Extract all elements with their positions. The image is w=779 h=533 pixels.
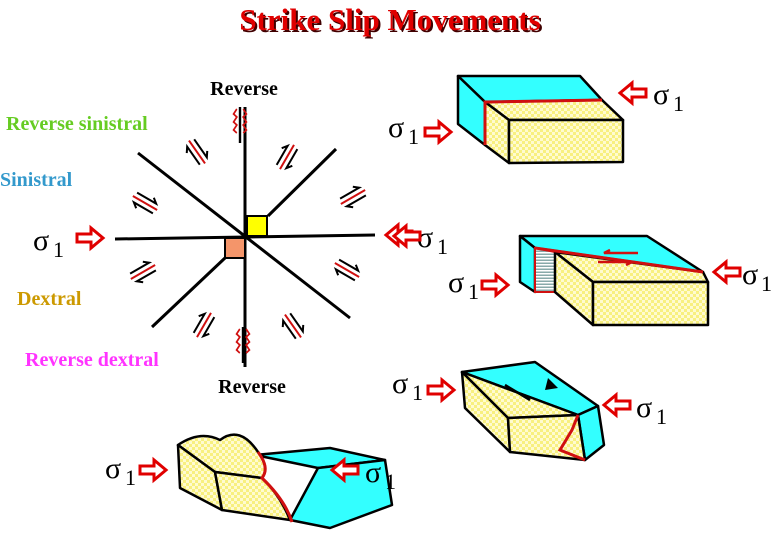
- compression-arrow-icon: [138, 458, 168, 482]
- compression-arrow-icon: [712, 260, 742, 284]
- sigma-symbol: σ: [33, 224, 49, 257]
- diagonal-line-nw-se: [137, 151, 351, 320]
- slip-arrow-icon: [603, 248, 638, 255]
- slip-arrows-nnw: [180, 134, 214, 170]
- compression-arrow-icon: [75, 226, 105, 250]
- label-reverse-sinistral: Reverse sinistral: [6, 113, 148, 135]
- slip-arrows-ese: [329, 254, 365, 286]
- label-dextral: Dextral: [17, 288, 82, 310]
- compression-arrow-icon: [423, 120, 453, 144]
- sigma-subscript: 1: [385, 469, 396, 494]
- sigma-subscript: 1: [53, 237, 64, 262]
- slip-arrows-wsw: [125, 256, 161, 288]
- sigma-subscript: 1: [761, 271, 772, 296]
- diagonal-line-ne: [266, 147, 338, 218]
- fault-orientation-star: Reverse Reverse Reverse sinistral Sinist…: [0, 78, 448, 398]
- compression-arrow-icon: [618, 81, 648, 105]
- sigma-symbol: σ: [653, 78, 669, 111]
- compression-arrow-icon: [480, 273, 510, 297]
- sigma-symbol: σ: [392, 367, 408, 400]
- label-reverse-bottom: Reverse: [218, 376, 286, 398]
- page-title: Strike Slip Movements: [239, 2, 540, 37]
- sigma-subscript: 1: [656, 404, 667, 429]
- yellow-square: [246, 215, 268, 237]
- sigma-symbol: σ: [105, 452, 121, 485]
- sigma-symbol: σ: [417, 221, 433, 254]
- sigma-subscript: 1: [408, 124, 419, 149]
- block-oblique-reverse: σ 1 σ 1: [392, 360, 667, 462]
- compression-arrow-icon: [602, 393, 632, 417]
- slip-arrows-wnw: [127, 187, 163, 219]
- reverse-symbol-bottom: [235, 325, 251, 365]
- slip-arrows-nne: [271, 139, 303, 175]
- label-reverse-top: Reverse: [210, 78, 278, 100]
- orange-square: [224, 237, 246, 259]
- sigma-symbol: σ: [388, 111, 404, 144]
- sigma-subscript: 1: [437, 234, 448, 259]
- label-sinistral: Sinistral: [0, 169, 73, 191]
- sigma-symbol: σ: [636, 391, 652, 424]
- sigma-subscript: 1: [673, 91, 684, 116]
- sigma-subscript: 1: [412, 380, 423, 405]
- slip-arrow-icon: [545, 378, 558, 390]
- slip-arrows-ssw: [188, 307, 220, 343]
- block-sinistral: σ 1 σ 1: [392, 224, 772, 327]
- label-reverse-dextral: Reverse dextral: [25, 349, 159, 371]
- sigma-symbol: σ: [742, 258, 758, 291]
- sigma-subscript: 1: [468, 279, 479, 304]
- block-strike-slip: σ 1 σ 1: [388, 74, 684, 165]
- sigma-right: σ 1: [384, 221, 448, 259]
- compression-arrow-icon: [426, 378, 456, 402]
- sigma-symbol: σ: [448, 266, 464, 299]
- slip-arrows-ene: [335, 181, 371, 213]
- slip-arrow-icon: [504, 383, 531, 402]
- slip-arrow-icon: [598, 260, 633, 267]
- block-reverse-dextral: σ 1 σ 1: [105, 433, 396, 530]
- sigma-subscript: 1: [125, 465, 136, 490]
- slip-arrows-sse: [276, 308, 310, 344]
- sigma-left: σ 1: [33, 224, 105, 262]
- sigma-symbol: σ: [365, 456, 381, 489]
- diagonal-line-sw: [150, 256, 227, 329]
